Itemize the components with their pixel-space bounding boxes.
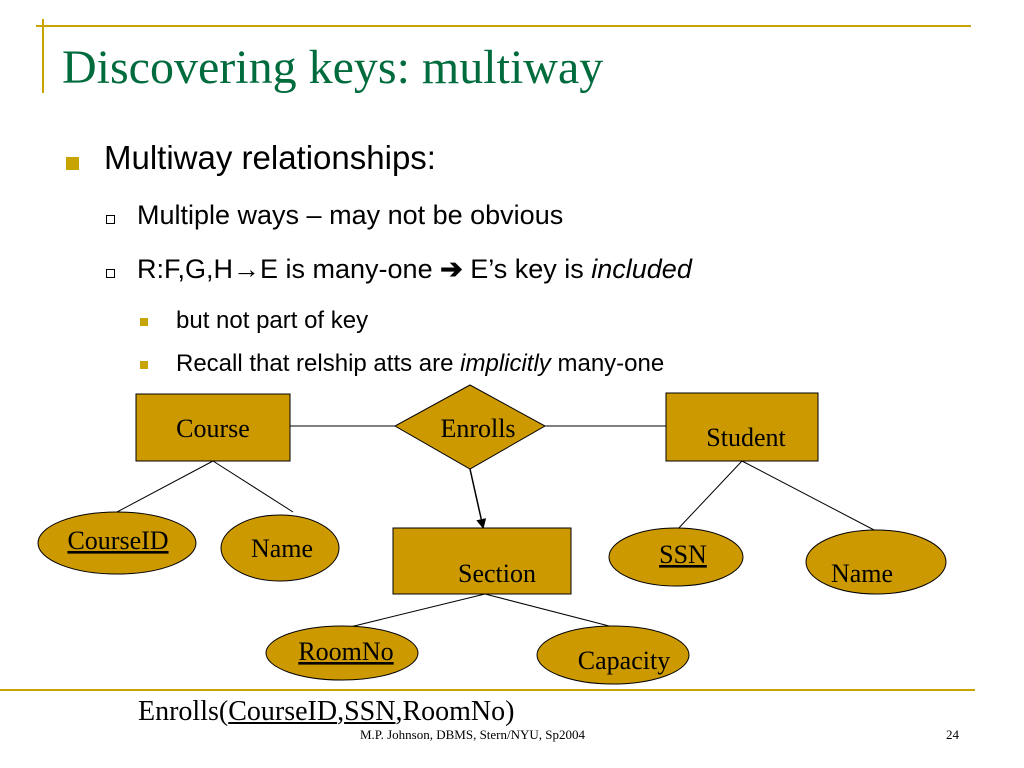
bullet-many-one-part2: E is many-one (260, 254, 441, 284)
page-number: 24 (946, 727, 959, 742)
relation-schema-separator: , (395, 696, 403, 727)
entity-course (135, 393, 291, 462)
bullet-not-part-of-key: but not part of key (176, 307, 369, 334)
bullet-many-one-part3: E’s key is (462, 254, 592, 284)
attribute-courseid-label: CourseID (67, 526, 168, 555)
relation-schema-separator: , (337, 696, 345, 727)
entity-student (665, 392, 819, 462)
relationship-enrolls-label: Enrolls (440, 414, 515, 443)
relation-schema-key-courseid: CourseID (228, 696, 338, 727)
entity-section (392, 527, 572, 595)
relation-schema-prefix: Enrolls( (138, 696, 229, 727)
attribute-capacity-label: Capacity (578, 646, 670, 675)
line-section-roomno (349, 593, 486, 628)
relationship-enrolls (393, 384, 547, 470)
attribute-roomno-label: RoomNo (298, 637, 393, 666)
attribute-capacity (536, 625, 690, 685)
frame-left-rule (42, 19, 44, 93)
line-course-name (212, 460, 294, 513)
bullet-recall-post: many-one (550, 350, 665, 377)
hollow-square-bullet-icon (106, 269, 115, 278)
frame-top-rule (36, 25, 971, 27)
attribute-course-name (220, 514, 340, 582)
bullet-recall-pre: Recall that relship atts are (176, 350, 461, 377)
line-section-capacity (484, 593, 614, 628)
small-square-bullet-icon (140, 361, 148, 369)
hollow-square-bullet-icon (106, 215, 115, 224)
attribute-ssn (608, 527, 744, 587)
line-course-courseid (116, 460, 214, 513)
bullet-many-one: R:F,G,H→E is many-one ➔ E’s key is inclu… (137, 254, 692, 285)
attribute-student-name (805, 529, 947, 595)
bullet-many-one-part1: R:F,G,H (137, 254, 234, 284)
attribute-course-name-label: Name (251, 534, 313, 563)
bullet-multiple-ways: Multiple ways – may not be obvious (137, 200, 564, 230)
entity-section-label: Section (458, 559, 536, 588)
bullet-multiway: Multiway relationships: (104, 139, 436, 176)
square-bullet-icon (66, 157, 79, 170)
entity-student-label: Student (706, 423, 786, 452)
slide-title: Discovering keys: multiway (62, 41, 604, 94)
bold-right-arrow-icon: ➔ (440, 254, 463, 284)
line-student-ssn (675, 460, 743, 532)
attribute-student-name-label: Name (831, 559, 893, 588)
footer-credit: M.P. Johnson, DBMS, Stern/NYU, Sp2004 (360, 727, 586, 743)
relation-schema-key-ssn: SSN (344, 696, 396, 727)
bullet-recall-emphasis: implicitly (460, 350, 551, 377)
relation-schema-rest: RoomNo) (402, 696, 515, 727)
relation-schema: Enrolls(CourseID,SSN,RoomNo) (138, 696, 514, 728)
right-arrow-icon: → (233, 254, 261, 284)
attribute-roomno (265, 625, 419, 681)
small-square-bullet-icon (140, 318, 148, 326)
entity-course-label: Course (176, 414, 250, 443)
attribute-courseid (37, 511, 197, 575)
frame-bottom-rule (0, 689, 975, 691)
bullet-many-one-emphasis: included (591, 254, 692, 284)
attribute-ssn-label: SSN (659, 540, 707, 569)
line-student-name (741, 460, 877, 532)
arrow-enrolls-section (469, 468, 487, 529)
bullet-recall-implicit: Recall that relship atts are implicitly … (176, 350, 664, 378)
